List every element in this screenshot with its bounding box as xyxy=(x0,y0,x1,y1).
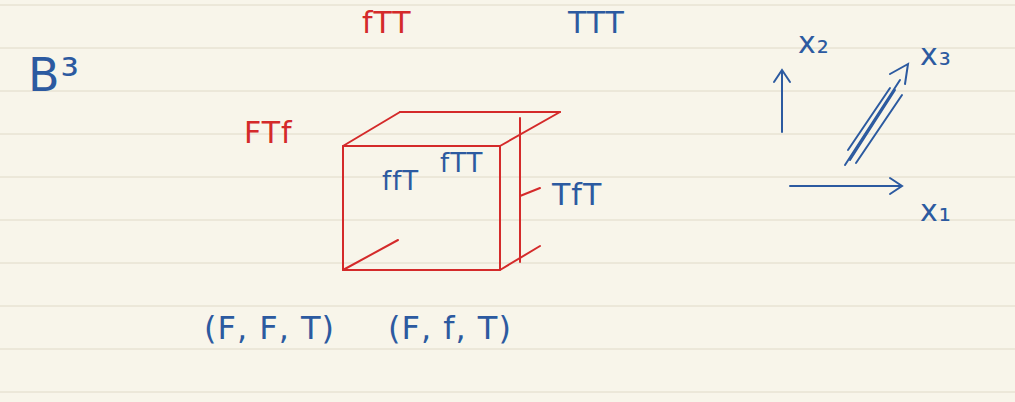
vertex-label: fTT xyxy=(440,150,483,176)
axis-label: x₂ xyxy=(798,28,830,58)
vertex-label: TfT xyxy=(552,180,602,210)
vertex-label: fTT xyxy=(362,8,412,38)
tuple-label: (F, F, T) xyxy=(204,312,335,344)
cube-sketch xyxy=(343,112,560,270)
vertex-label: FTf xyxy=(244,118,293,148)
axes-sketch xyxy=(774,64,908,194)
vertex-label: ffT xyxy=(382,168,419,194)
set-symbol: B³ xyxy=(28,52,80,98)
axis-label: x₁ xyxy=(920,196,952,226)
axis-label: x₃ xyxy=(920,40,952,70)
tuple-label: (F, f, T) xyxy=(388,312,512,344)
vertex-label: TTT xyxy=(568,8,625,38)
